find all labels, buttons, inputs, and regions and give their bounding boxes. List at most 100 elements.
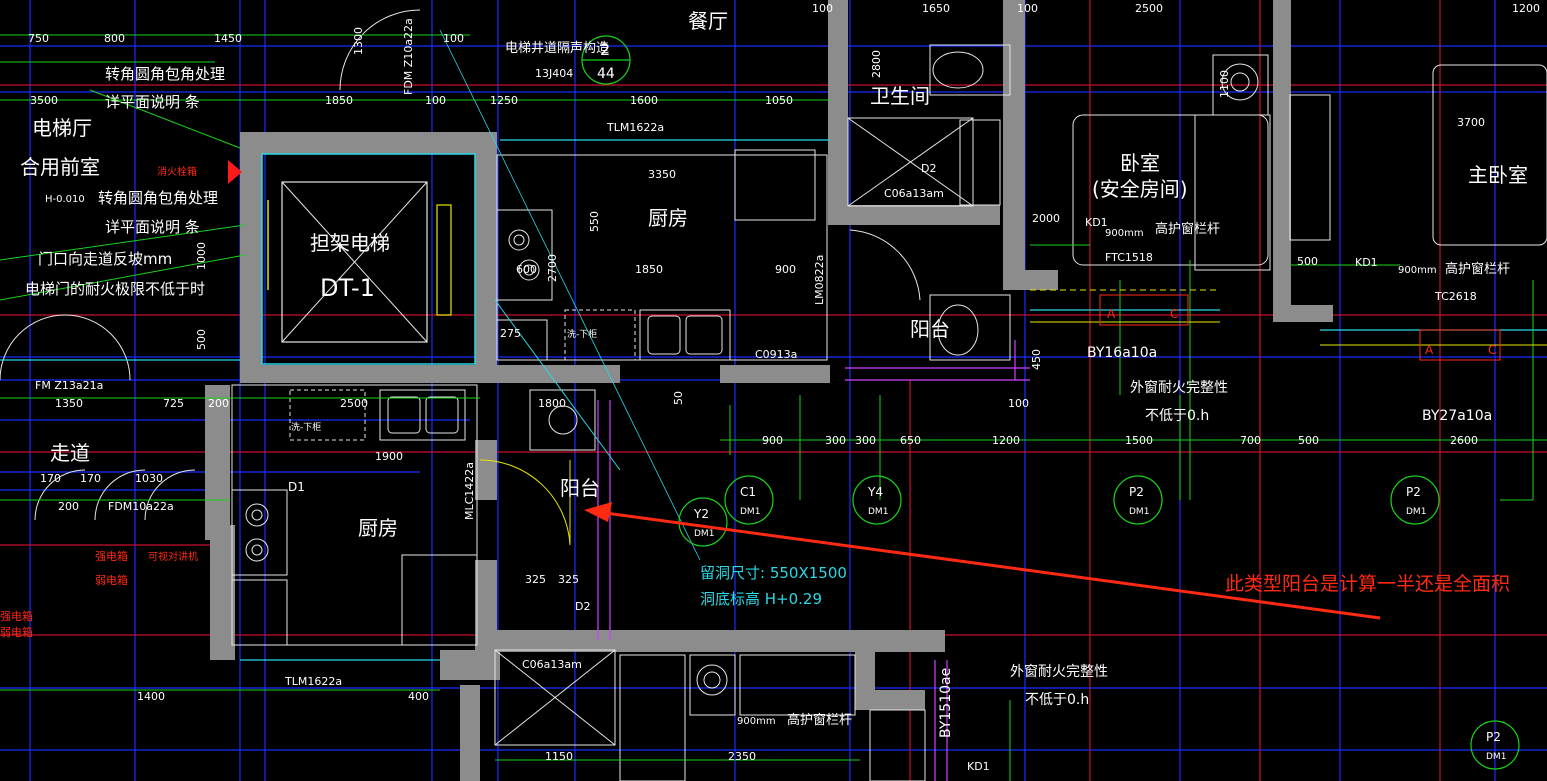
detail-ref: 44 [597, 66, 615, 82]
tag-kd1-b: KD1 [1355, 256, 1378, 269]
grid-y2-top: Y2 [693, 507, 709, 521]
note-strong-box-2: 强电箱 [0, 609, 33, 623]
room-bedroom: 卧室 [1120, 151, 1160, 175]
dim-value: 1650 [922, 2, 950, 15]
dim-value: 100 [443, 32, 464, 45]
tag-kd1-c: KD1 [967, 760, 990, 773]
note-window-fire-2: 外窗耐火完整性 [1010, 663, 1108, 680]
grid-p2c-bottom: DM1 [1486, 752, 1506, 762]
note-elev-h: H-0.010 [45, 194, 85, 205]
tag-c-bath-bottom: C06a13am [522, 658, 582, 671]
dim-value: 1200 [992, 434, 1020, 447]
tag-fm: FM Z13a21a [35, 379, 103, 392]
tag-ac-a1: A [1107, 307, 1116, 321]
grid-y4-bottom: DM1 [868, 507, 888, 517]
tag-d2-bottom: D2 [575, 600, 590, 613]
dim-value: 300 [855, 434, 876, 447]
grid-p2a-top: P2 [1129, 485, 1144, 499]
dim-value: 700 [1240, 434, 1261, 447]
tag-c-bath-top: C06a13am [884, 187, 944, 200]
kitchen-fixtures-bottom [231, 384, 596, 646]
note-window-fire-1b: 不低于0.h [1145, 408, 1209, 424]
room-kitchen-top: 厨房 [648, 206, 688, 230]
tag-d2-top: D2 [921, 162, 936, 175]
note-rail-3: 高护窗栏杆 [787, 712, 852, 728]
grid-bubble-p2a [1113, 475, 1163, 525]
dim-value: 100 [812, 2, 833, 15]
dim-value: 450 [1030, 349, 1043, 370]
bathroom-fixtures [494, 44, 1547, 781]
dim-value: 1050 [765, 94, 793, 107]
grid-c1-bottom: DM1 [740, 507, 760, 517]
note-rail-1: 高护窗栏杆 [1155, 221, 1220, 237]
note-window-fire-1: 外窗耐火完整性 [1130, 379, 1228, 396]
window-lines [0, 29, 1547, 781]
dim-value: 400 [408, 690, 429, 703]
dim-value: 100 [425, 94, 446, 107]
note-rail-2: 高护窗栏杆 [1445, 261, 1510, 277]
dim-value: 100 [1017, 2, 1038, 15]
room-balcony-top: 阳台 [910, 317, 950, 341]
note-sink-left: 洗-下柜 [291, 421, 321, 433]
dim-value: 3500 [30, 94, 58, 107]
room-kitchen-bottom: 厨房 [358, 516, 398, 540]
room-labels: 餐厅 卫生间 卧室 (安全房间) 主卧室 电梯厅 合用前室 厨房 厨房 阳台 阳… [20, 9, 1528, 540]
room-bedroom-sub: (安全房间) [1092, 177, 1188, 201]
grid-bubbles [581, 35, 1520, 770]
tag-tlm-top: TLM1622a [606, 121, 664, 134]
dim-value: 1800 [538, 397, 566, 410]
dim-value: 275 [500, 327, 521, 340]
tag-by27: BY27a10a [1422, 408, 1492, 424]
elevator-car [228, 153, 476, 365]
dim-value: 300 [825, 434, 846, 447]
tag-by16: BY16a10a [1087, 345, 1157, 361]
elevator-name: 担架电梯 [310, 231, 390, 255]
dim-value: 650 [900, 434, 921, 447]
note-corner-1a: 转角圆角包角处理 [105, 65, 225, 83]
dim-value: 1900 [375, 450, 403, 463]
tag-d1: D1 [288, 480, 305, 494]
dim-value: 2350 [728, 750, 756, 763]
dim-value: 1150 [545, 750, 573, 763]
note-corner-2b: 详平面说明 条 [105, 218, 200, 236]
dim-value: 750 [28, 32, 49, 45]
note-strong-box: 强电箱 [95, 549, 128, 563]
room-corridor: 走道 [50, 441, 90, 465]
dim-value: 325 [525, 573, 546, 586]
tag-kd1-a: KD1 [1085, 216, 1108, 229]
notes: 转角圆角包角处理 详平面说明 条 转角圆角包角处理 详平面说明 条 门口向走道反… [0, 40, 1510, 728]
note-opening-elev: 洞底标高 H+0.29 [700, 590, 822, 608]
dim-value: 900 [775, 263, 796, 276]
grid-y4-top: Y4 [867, 485, 883, 499]
dim-value: 725 [163, 397, 184, 410]
dim-value: 1850 [325, 94, 353, 107]
dim-value: 2000 [1032, 212, 1060, 225]
grid-p2a-bottom: DM1 [1129, 507, 1149, 517]
dim-value: 100 [1008, 397, 1029, 410]
note-fire-box: 消火栓箱 [157, 165, 197, 178]
tag-ftc: FTC1518 [1105, 251, 1153, 264]
grid-bubble-labels: C1 DM1 Y4 DM1 Y2 DM1 P2 DM1 P2 DM1 P2 DM… [693, 485, 1506, 762]
tag-lm-kitchen: LM0822a [813, 255, 826, 305]
note-shaft: 电梯井道隔声构造 [505, 41, 609, 56]
tag-tlm-bottom: TLM1622a [284, 675, 342, 688]
dimension-lines [0, 34, 1547, 781]
dim-value: 500 [195, 329, 208, 350]
note-rail-h2: 900mm [1398, 265, 1437, 276]
walls [205, 0, 1333, 781]
tag-fdm-bottom: FDM10a22a [108, 500, 174, 513]
detail-number: 2 [600, 40, 610, 59]
dim-value: 2600 [1450, 434, 1478, 447]
dim-value: 2700 [546, 254, 559, 282]
dim-value: 50 [672, 391, 685, 405]
note-corner-2a: 转角圆角包角处理 [98, 189, 218, 207]
tag-ac-c2: C [1488, 343, 1496, 357]
tag-ac-a2: A [1425, 343, 1434, 357]
dim-value: 1450 [214, 32, 242, 45]
grid-bubble-c1 [724, 475, 774, 525]
dim-value: 200 [58, 500, 79, 513]
room-bathroom: 卫生间 [870, 84, 930, 108]
dim-value: 1300 [352, 27, 365, 55]
note-weak-box-2: 弱电箱 [0, 625, 33, 639]
